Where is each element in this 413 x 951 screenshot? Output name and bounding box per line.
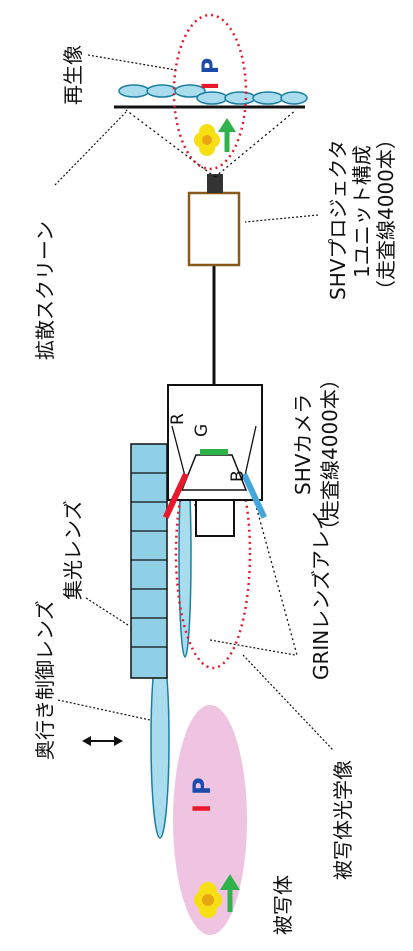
reproduced-flower-icon bbox=[194, 124, 220, 156]
camera-lens-mount bbox=[195, 499, 235, 537]
camera-g-bar bbox=[200, 449, 228, 455]
subject-letter-p: P bbox=[188, 777, 216, 795]
reproduced-arrow-icon bbox=[218, 118, 236, 152]
label-reproduced-image: 再生像 bbox=[61, 45, 85, 105]
subject-flower-icon bbox=[194, 882, 222, 918]
reproduced-letter-p: P bbox=[199, 58, 224, 74]
optical-image-boundary bbox=[174, 436, 252, 670]
screen-lenslets-bottom bbox=[196, 91, 308, 105]
reproduced-image-boundary bbox=[172, 13, 248, 171]
shv-projector bbox=[187, 191, 241, 267]
label-projector-lines: （走査線4000本） bbox=[374, 129, 398, 300]
subject-letter-i: I bbox=[188, 804, 216, 813]
subject-arrow-icon bbox=[220, 874, 240, 912]
double-arrow-icon bbox=[82, 736, 123, 746]
label-camera-lines: （走査線4000本） bbox=[318, 369, 342, 540]
camera-b-bar bbox=[241, 472, 268, 519]
label-projector-unit: 1ユニット構成 bbox=[350, 145, 374, 278]
label-depth-control-lens: 奥行き制御レンズ bbox=[33, 600, 57, 760]
label-diffusion-screen: 拡散スクリーン bbox=[33, 221, 57, 360]
label-grin-lens-array: GRINレンズアレイ bbox=[309, 510, 333, 680]
camera-b-label: B bbox=[228, 470, 248, 482]
camera-r-label: R bbox=[168, 413, 188, 425]
camera-g-label: G bbox=[192, 424, 212, 437]
label-subject-optical-image: 被写体光学像 bbox=[331, 760, 355, 880]
screen-lenslets-top bbox=[118, 84, 206, 98]
label-condenser-lens: 集光レンズ bbox=[61, 500, 85, 600]
label-camera-title: SHVカメラ bbox=[291, 394, 315, 495]
camera-r-bar bbox=[162, 472, 189, 519]
projector-lens bbox=[207, 174, 223, 193]
reproduced-letter-i: I bbox=[199, 82, 224, 90]
label-subject: 被写体 bbox=[271, 875, 295, 935]
shv-camera bbox=[162, 384, 268, 519]
grin-lens-array bbox=[130, 443, 168, 679]
label-projector-title: SHVプロジェクタ bbox=[326, 139, 350, 300]
